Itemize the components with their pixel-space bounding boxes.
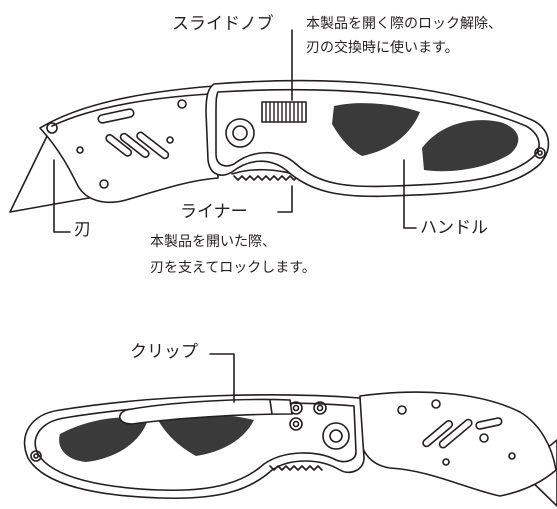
top-knife-illustration <box>9 79 550 213</box>
slide-knob-desc-line1: 本製品を開く際のロック解除、 <box>306 16 502 32</box>
bottom-front-plate <box>359 391 557 497</box>
leader-handle <box>403 159 417 229</box>
bottom-knife-illustration <box>23 391 557 507</box>
top-slide-knob <box>261 101 307 123</box>
top-grip-2 <box>422 120 519 172</box>
handle-label: ハンドル <box>420 218 488 238</box>
bottom-clip <box>119 398 293 425</box>
bottom-grip-2 <box>158 414 254 456</box>
liner-desc-line2: 刃を支えてロックします。 <box>150 260 316 276</box>
leader-clip <box>209 353 235 403</box>
top-front-plate <box>39 85 219 204</box>
slide-knob-desc-line2: 刃の交換時に使います。 <box>306 40 459 56</box>
liner-desc-line1: 本製品を開いた際、 <box>150 234 276 250</box>
liner-label: ライナー <box>180 202 248 222</box>
clip-label: クリップ <box>130 342 198 362</box>
slide-knob-label: スライドノブ <box>172 14 274 34</box>
bottom-grip-1 <box>59 417 148 462</box>
leader-liner <box>277 185 293 213</box>
leader-blade <box>53 159 71 233</box>
top-grip-1 <box>332 103 420 156</box>
blade-label: 刃 <box>74 220 91 240</box>
